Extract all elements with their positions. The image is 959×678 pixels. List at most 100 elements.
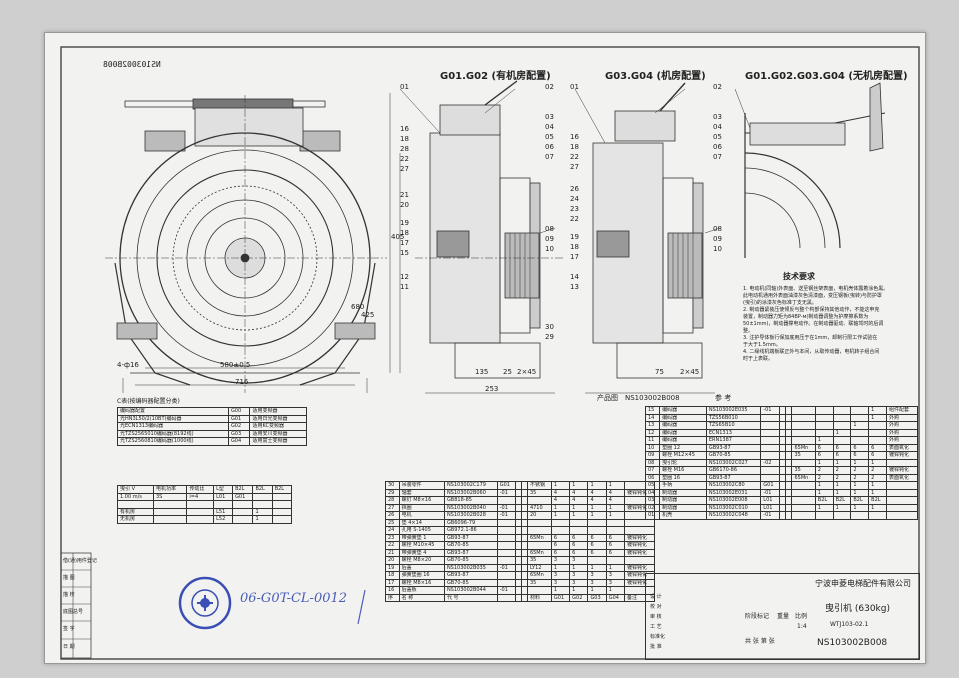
table-row bbox=[117, 500, 293, 509]
table-cell: 1 bbox=[832, 458, 852, 467]
table-cell: 3 bbox=[587, 578, 607, 587]
table-cell bbox=[814, 428, 834, 437]
table-cell: 1 bbox=[605, 586, 625, 595]
callout: 22 bbox=[570, 215, 579, 223]
table-cell bbox=[569, 526, 589, 535]
tech-item: 4. 二缘线机端板联正外与本间，从取传动器，电机转子组合间 bbox=[743, 349, 880, 355]
table-cell bbox=[791, 481, 816, 490]
callout: 08 bbox=[545, 225, 554, 233]
table-cell: -01 bbox=[496, 586, 516, 595]
table-cell: 09 bbox=[644, 451, 661, 460]
table-cell bbox=[791, 503, 816, 512]
table-cell: 12 bbox=[644, 428, 661, 437]
callout: 27 bbox=[570, 163, 579, 171]
table-cell: 镀锌钝化 bbox=[623, 563, 656, 572]
table-cell: 1 bbox=[868, 488, 887, 497]
callout: 16 bbox=[400, 125, 409, 133]
dim-label: 75 bbox=[655, 368, 664, 376]
callout: 18 bbox=[400, 135, 409, 143]
table-cell: 1 bbox=[569, 503, 589, 512]
table-cell: 编码器 bbox=[659, 406, 707, 415]
table-cell: 2 bbox=[814, 466, 834, 475]
table-cell bbox=[832, 406, 852, 415]
table-cell: 组件配套 bbox=[885, 406, 919, 415]
table-cell: 01 bbox=[644, 511, 661, 520]
reference-label: 参 考 bbox=[715, 394, 732, 402]
table-cell: 序 bbox=[385, 593, 400, 602]
callout: 22 bbox=[400, 155, 409, 163]
table-cell: 吊装零件 bbox=[398, 481, 445, 490]
table-cell: 电机 bbox=[398, 511, 445, 520]
table-cell: L01 bbox=[760, 496, 781, 505]
table-cell: 镀锌钝化 bbox=[623, 541, 656, 550]
table-cell: 制动器 bbox=[659, 503, 707, 512]
table-cell: 1 bbox=[850, 458, 870, 467]
table-cell: ECN1313 bbox=[705, 428, 762, 437]
tech-item: 50±1mm)，制动器撑电动作。在制动器驱动、联轴驾时的后调整。 bbox=[743, 321, 884, 334]
table-cell: 19 bbox=[385, 563, 400, 572]
revision-label: 产品图 bbox=[597, 394, 618, 402]
table-cell: 4 bbox=[550, 496, 571, 505]
table-cell: 后盖 bbox=[398, 563, 445, 572]
table-cell: 外购 bbox=[885, 421, 919, 430]
table-cell bbox=[496, 526, 516, 535]
table-head: 曳引 V bbox=[117, 485, 154, 494]
table-cell: 1 bbox=[832, 428, 852, 437]
table-cell: 表面氧化 bbox=[885, 473, 919, 482]
callout: 13 bbox=[570, 283, 579, 291]
table-cell bbox=[832, 413, 852, 422]
table-cell: 1 bbox=[868, 503, 887, 512]
dim-label: 716 bbox=[235, 378, 249, 386]
table-cell: GB70-85 bbox=[705, 451, 762, 460]
table-cell: GB93-87 bbox=[705, 473, 762, 482]
table-cell: B2L bbox=[832, 496, 852, 505]
callout: 04 bbox=[713, 123, 722, 131]
view-title-2: G03.G04 (机房配置) bbox=[605, 71, 706, 82]
callout: 17 bbox=[400, 239, 409, 247]
table-cell: 02 bbox=[644, 503, 661, 512]
table-cell: 20 bbox=[385, 556, 400, 565]
title-block bbox=[645, 573, 920, 660]
callout: 15 bbox=[400, 249, 409, 257]
table-cell: 带弹簧垫 1 bbox=[398, 533, 445, 542]
table-cell bbox=[791, 421, 816, 430]
table-cell bbox=[623, 526, 656, 535]
table-cell: 镀锌钝化 bbox=[885, 451, 919, 460]
table-cell: NS103002B028 bbox=[443, 511, 498, 520]
side-strip-label: 借(通)用件登记 bbox=[63, 558, 97, 564]
table-cell: 35 bbox=[526, 488, 552, 497]
table-cell: 1 bbox=[569, 481, 589, 490]
role-label: 标准化 bbox=[650, 634, 666, 640]
table-cell: NS103002C027 bbox=[705, 458, 762, 467]
table-cell: 3 bbox=[569, 556, 589, 565]
callout: 18 bbox=[570, 243, 579, 251]
side-strip-label: 日 期 bbox=[63, 644, 75, 650]
handwritten-stroke bbox=[357, 589, 366, 625]
table-cell: 6 bbox=[832, 451, 852, 460]
callout: 14 bbox=[570, 273, 579, 281]
table-cell: 机壳 bbox=[659, 511, 707, 520]
table-cell bbox=[760, 466, 781, 475]
table-cell bbox=[850, 406, 870, 415]
table-cell bbox=[791, 458, 816, 467]
table-cell: 6 bbox=[832, 443, 852, 452]
table-cell: 15 bbox=[644, 406, 661, 415]
dim-label: 580±0.5 bbox=[220, 361, 251, 369]
table-cell bbox=[496, 578, 516, 587]
table-cell: -01 bbox=[496, 511, 516, 520]
table-cell: -02 bbox=[760, 458, 781, 467]
tech-requirements: 1. 电动机(同轴)外表面、送至钢丝架表面，电机壳体露着涂色黑。此电动机通用外表… bbox=[743, 286, 893, 363]
table-cell: 1 bbox=[569, 586, 589, 595]
view-title-1: G01.G02 (有机房配置) bbox=[440, 71, 551, 82]
table-cell bbox=[850, 428, 870, 437]
table-cell: 3 bbox=[550, 571, 571, 580]
callout: 08 bbox=[713, 225, 722, 233]
table-cell bbox=[526, 586, 552, 595]
table-cell bbox=[526, 526, 552, 535]
